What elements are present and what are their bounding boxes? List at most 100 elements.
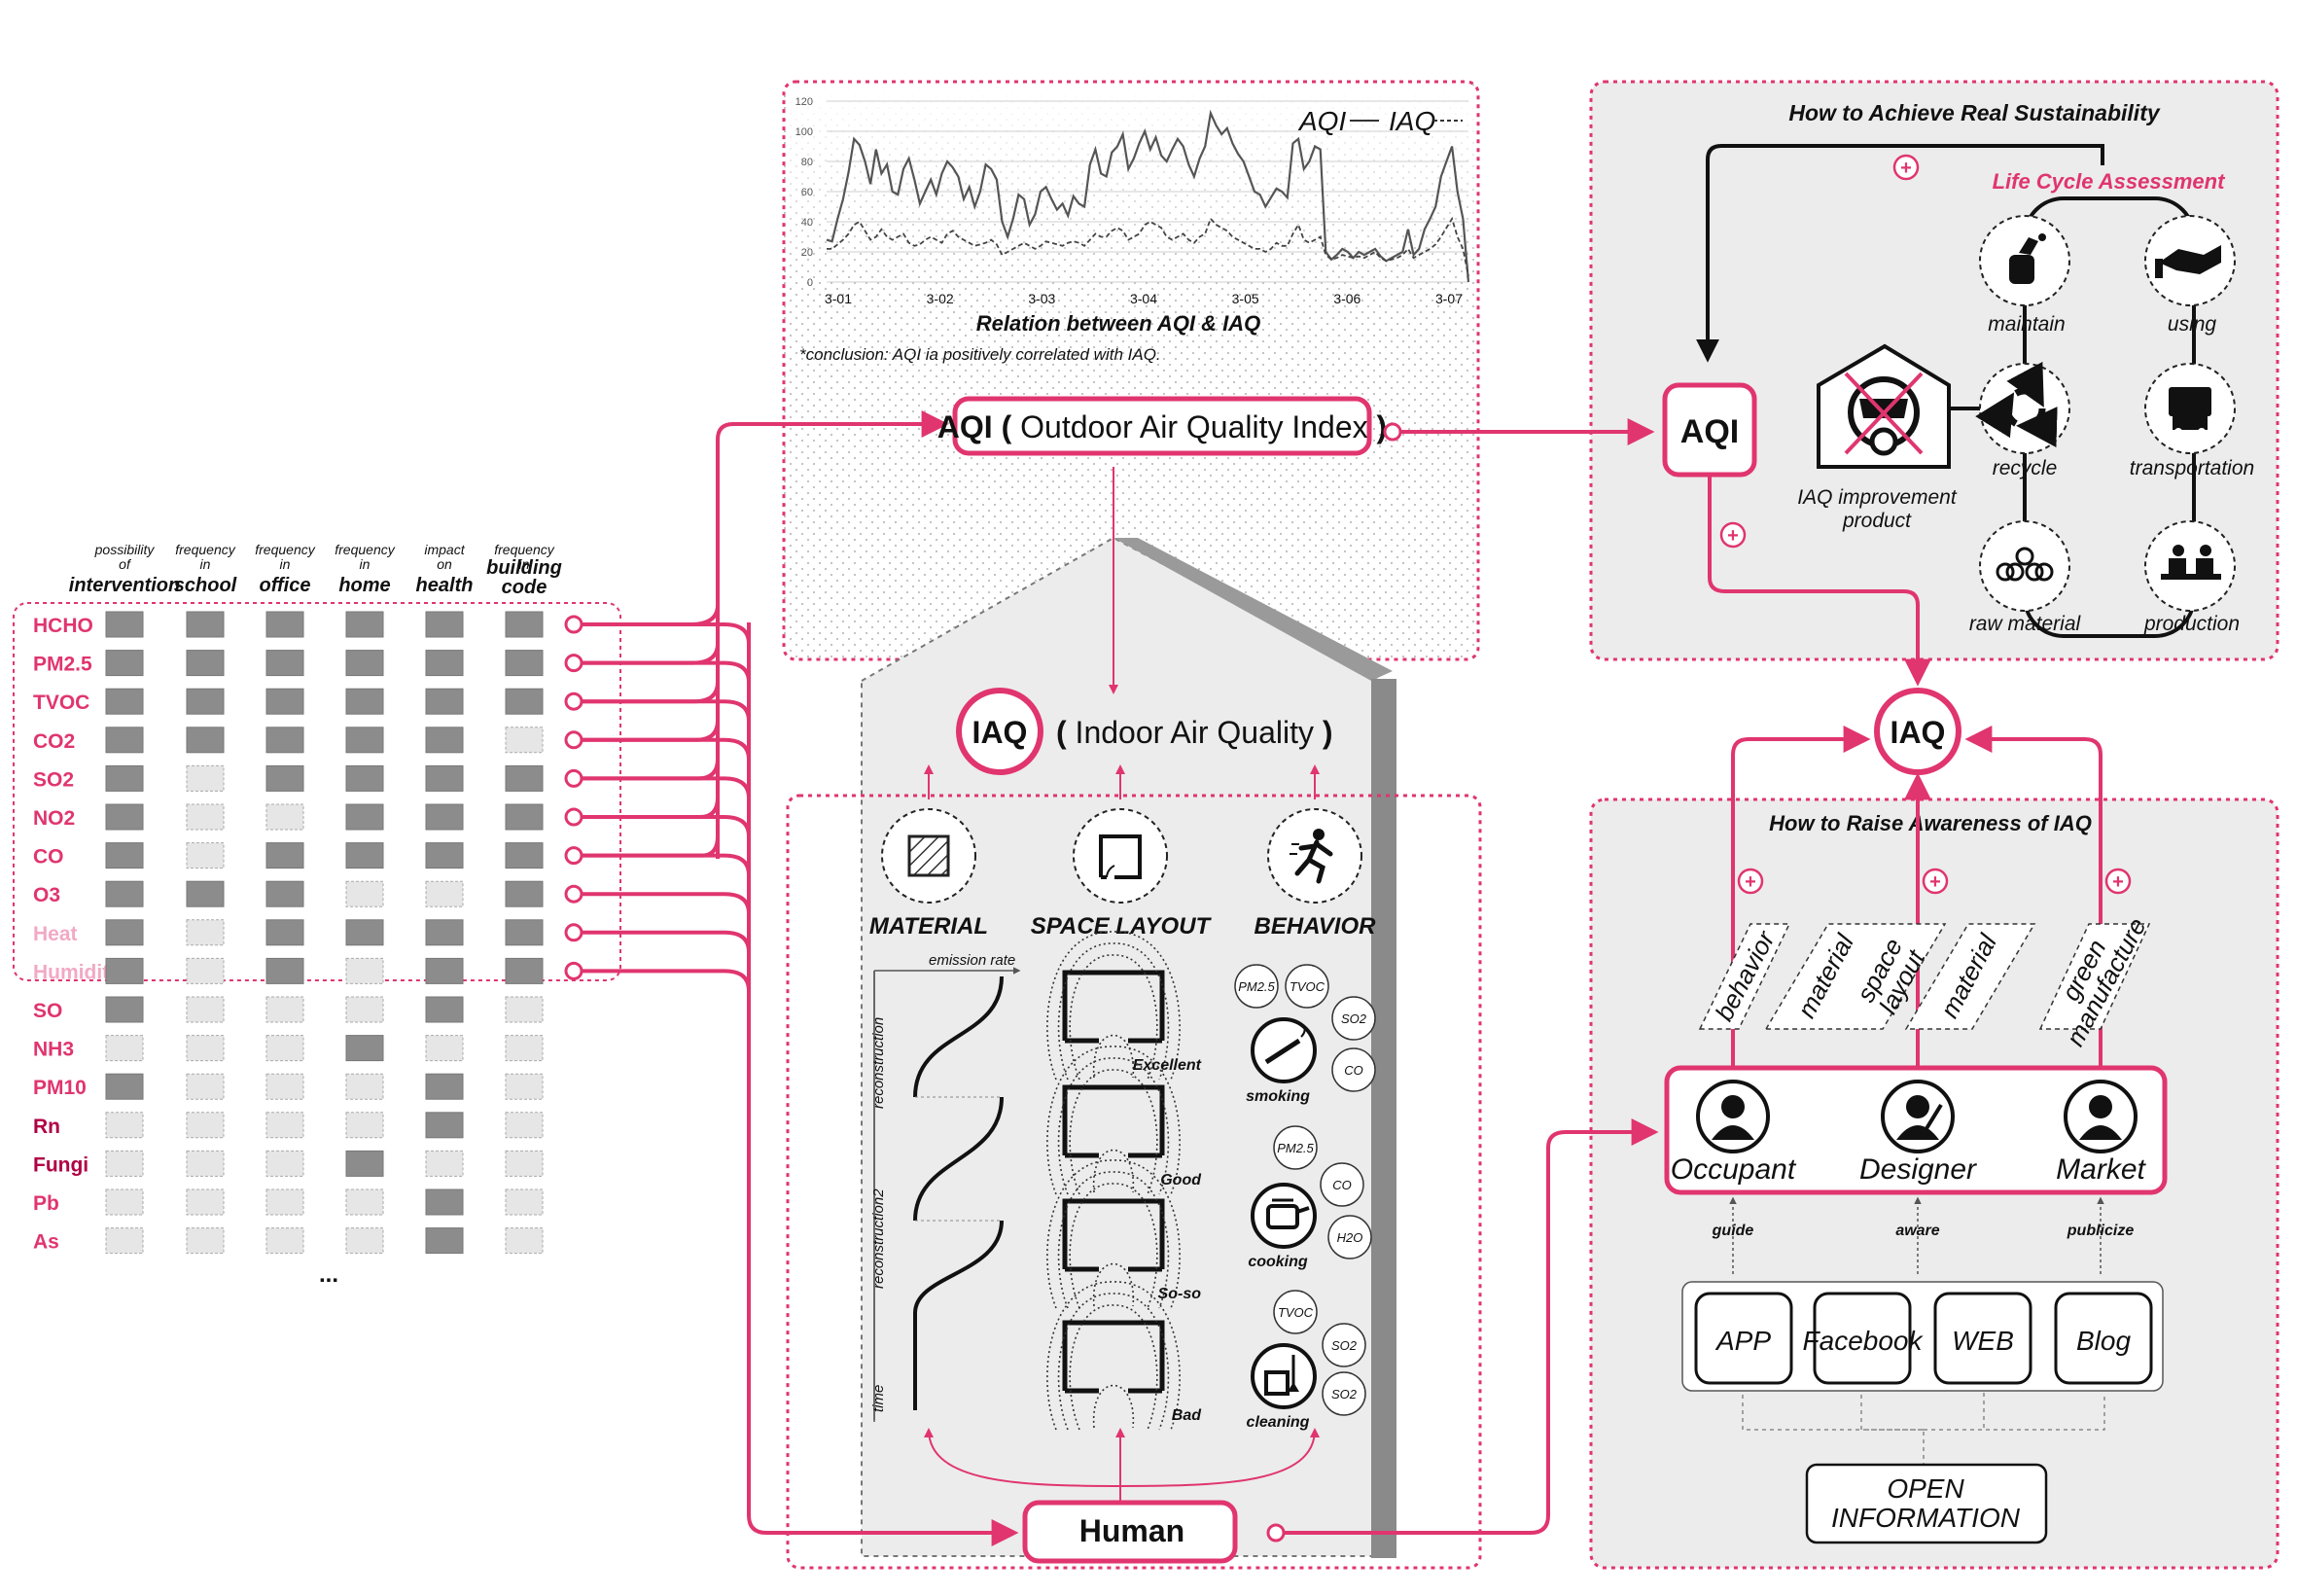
svg-text:AQI ( Outdoor Air: AQI ( Outdoor Air Quality Index ) (937, 409, 1387, 444)
pot-icon (1266, 1198, 1310, 1229)
tag-box (2038, 923, 2151, 1030)
pollutant-label: TVOC (33, 692, 89, 714)
connector (582, 815, 751, 837)
matrix-connector[interactable] (564, 768, 583, 788)
media-blog[interactable]: Blog (2054, 1292, 2153, 1385)
lifecycle-using[interactable]: using (2144, 215, 2236, 336)
matrix-connector[interactable] (564, 846, 583, 866)
matrix-cell (345, 688, 384, 715)
aqi-center-box[interactable]: AQI ( Outdoor Air Quality Index ) (937, 396, 1402, 456)
pollutant-matrix: possibilityofinterventionfrequencyinscho… (33, 542, 583, 1288)
layout-label: Excellent (1133, 1057, 1202, 1074)
matrix-cell (505, 803, 544, 831)
chart-ytick: 100 (795, 126, 813, 138)
layout-so-so: So-so (1046, 1159, 1201, 1309)
lifecycle-maintain[interactable]: maintain (1979, 215, 2070, 336)
matrix-cell (265, 611, 304, 638)
matrix-cell (505, 996, 544, 1023)
aqi-to-iaq-right (1708, 477, 1931, 687)
matrix-cell (265, 1112, 304, 1139)
matrix-cell (425, 957, 464, 984)
layout-label: Bad (1172, 1407, 1202, 1424)
iaq-center-bold: IAQ (972, 715, 1028, 750)
iaq-center[interactable]: IAQ ( Indoor Air Quality ) (956, 688, 1333, 775)
media-app[interactable]: APP (1694, 1292, 1793, 1385)
matrix-connector[interactable] (564, 884, 583, 904)
matrix-highlight (13, 602, 621, 981)
lifecycle-label: maintain (1988, 313, 2065, 336)
tag-box (1698, 923, 1791, 1030)
awareness-link (1731, 726, 1871, 1070)
iaq-paren-close: ) (1323, 715, 1333, 750)
iaq-paren-open: ( (1056, 715, 1067, 750)
matrix-row: PM10 (33, 1073, 544, 1100)
media-facebook[interactable]: Facebook (1803, 1292, 1925, 1385)
pollutant-bubble: SO2 (1341, 1011, 1367, 1026)
chart-xtick: 3-02 (927, 291, 954, 306)
matrix-cell (265, 1188, 304, 1216)
lifecycle-transportation[interactable]: transportation (2130, 363, 2254, 479)
matrix-connector[interactable] (564, 615, 583, 634)
chart-ytick: 60 (801, 187, 813, 198)
matrix-cell (265, 957, 304, 984)
factor-label: BEHAVIOR (1255, 913, 1377, 940)
matrix-row: Humidity (33, 957, 583, 984)
human-box[interactable]: Human (1022, 1500, 1286, 1564)
lifecycle-recycle[interactable]: recycle (1975, 361, 2070, 479)
matrix-row: Rn (33, 1112, 544, 1139)
matrix-cell (425, 1188, 464, 1216)
matrix-header-small: impact (424, 542, 465, 557)
factor-label: SPACE LAYOUT (1031, 913, 1213, 940)
lifecycle-production[interactable]: production (2143, 520, 2240, 635)
pollutant-label: SO2 (33, 768, 74, 791)
human-arrows (924, 1428, 1320, 1507)
matrix-header-small: on (437, 556, 452, 572)
matrix-cell (105, 688, 144, 715)
material-graph: emission rate reconstruction reconstruct… (870, 952, 1021, 1422)
matrix-connector[interactable] (564, 730, 583, 750)
matrix-connector[interactable] (564, 692, 583, 711)
connector (582, 797, 720, 819)
factor-behavior[interactable]: BEHAVIOR (1255, 808, 1377, 940)
factor-space-layout[interactable]: SPACE LAYOUT (1031, 808, 1213, 940)
matrix-header-small: frequency (255, 542, 315, 557)
actor-label: Occupant (1671, 1153, 1797, 1186)
matrix-connector[interactable] (564, 807, 583, 827)
actor-designer[interactable]: Designer (1859, 1080, 1977, 1186)
matrix-connector[interactable] (564, 923, 583, 942)
connector (582, 835, 720, 858)
matrix-connector[interactable] (564, 654, 583, 673)
media-web[interactable]: WEB (1933, 1292, 2032, 1385)
person-icon (2079, 1095, 2122, 1140)
factor-material[interactable]: MATERIAL (869, 808, 988, 940)
matrix-cell (105, 919, 144, 946)
matrix-cell (425, 1035, 464, 1062)
matrix-cell (265, 688, 304, 715)
connector (582, 853, 751, 875)
actor-occupant[interactable]: Occupant (1671, 1080, 1797, 1186)
matrix-cell (186, 1035, 225, 1062)
matrix-cell (105, 611, 144, 638)
pollutant-label: Rn (33, 1116, 60, 1138)
actor-market[interactable]: Market (2056, 1080, 2147, 1186)
matrix-cell (425, 764, 464, 792)
matrix-row: NO2 (33, 803, 583, 831)
sustainability-panel (1589, 80, 2279, 661)
matrix-connector[interactable] (564, 961, 583, 980)
lifecycle-raw-material[interactable]: raw material (1969, 520, 2082, 635)
chart-ytick: 0 (807, 277, 813, 289)
raw-material-icon (1996, 547, 2054, 582)
pollutant-bubble: CO (1344, 1063, 1363, 1078)
matrix-cell (265, 727, 304, 754)
matrix-cell (186, 1227, 225, 1255)
matrix-cell (345, 957, 384, 984)
lca-label: Life Cycle Assessment (1993, 169, 2227, 194)
iaq-right-circle[interactable]: IAQ (1874, 688, 1961, 775)
aqi-right-box[interactable] (1662, 382, 1757, 478)
